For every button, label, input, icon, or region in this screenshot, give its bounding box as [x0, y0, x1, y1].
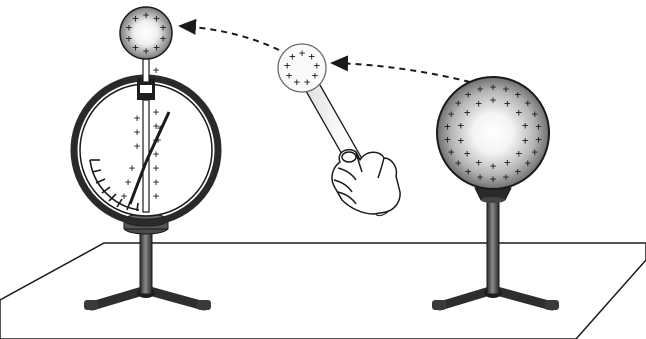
table-surface	[0, 242, 646, 339]
sphere-charge: +	[464, 106, 471, 119]
electroscope-stem-charge: +	[153, 162, 160, 175]
electroscope-stem-charge: +	[153, 148, 160, 161]
proof-plane-charge: +	[313, 59, 320, 72]
sphere-charge: +	[522, 134, 529, 147]
sphere-charge: +	[535, 120, 542, 133]
sphere-charge: +	[490, 94, 497, 107]
arrow-sphere-to-proof-plane	[330, 55, 471, 83]
electroscope-needle-charge: +	[125, 176, 132, 189]
sphere-charge: +	[503, 82, 510, 95]
electroscope-needle-charge: +	[121, 190, 128, 203]
electroscope-needle-charge: +	[157, 122, 164, 135]
electroscope-leaf-charge: +	[134, 112, 141, 125]
sphere-charge: +	[504, 97, 511, 110]
electroscope-leaf-charge: +	[134, 140, 141, 153]
charged-sphere	[436, 76, 550, 190]
electroscope-sphere-charge: +	[160, 21, 167, 34]
sphere-charge: +	[524, 157, 531, 170]
sphere-charge: +	[515, 165, 522, 178]
electroscope-stem-charge: +	[153, 190, 160, 203]
sphere-charge: +	[455, 157, 462, 170]
proof-plane-charge: +	[289, 50, 296, 63]
electroscope-pole	[139, 229, 153, 295]
proof-plane-charge: +	[299, 47, 306, 60]
sphere-charge: +	[515, 106, 522, 119]
sphere-charge: +	[477, 82, 484, 95]
sphere-charge: +	[444, 120, 451, 133]
proof-plane-charge: +	[286, 69, 293, 82]
electroscope-icon	[70, 6, 222, 311]
sphere-charge: +	[515, 147, 522, 160]
proof-plane-charge: +	[284, 59, 291, 72]
sphere-charge: +	[455, 96, 462, 109]
sphere-charge: +	[515, 88, 522, 101]
electroscope-sphere-charge: +	[126, 32, 133, 45]
sphere-charge: +	[532, 107, 539, 120]
sphere-charge: +	[475, 97, 482, 110]
sphere-charge: +	[535, 133, 542, 146]
electroscope-stem-charge: +	[153, 176, 160, 189]
sphere-charge: +	[524, 96, 531, 109]
sphere-charge: +	[490, 173, 497, 186]
hand-icon	[331, 148, 401, 215]
electroscope-stem-charge: +	[153, 106, 160, 119]
electroscope-sphere	[119, 6, 173, 60]
sphere-charge: +	[490, 81, 497, 94]
proof-plane-charge: +	[312, 69, 319, 82]
electroscope-sphere-charge: +	[132, 41, 139, 54]
electroscope-sphere-charge: +	[160, 32, 167, 45]
sphere-charge: +	[522, 119, 529, 132]
sphere-charge: +	[464, 147, 471, 160]
sphere-charge: +	[458, 134, 465, 147]
charge-symbols: ++++++++++++++++++++++++++++++++++++++++…	[121, 9, 543, 203]
sphere-charge: +	[503, 171, 510, 184]
sphere-charge: +	[490, 160, 497, 173]
sphere-charge: +	[475, 156, 482, 169]
sphere-charge: +	[444, 133, 451, 146]
electroscope-needle-charge: +	[155, 134, 162, 147]
electroscope-stem-charge: +	[153, 64, 160, 77]
sphere-charge: +	[477, 171, 484, 184]
electroscope-needle-charge: +	[129, 162, 136, 175]
proof-plane-charge: +	[304, 76, 311, 89]
proof-plane-charge: +	[294, 76, 301, 89]
charge-transfer-arrows	[178, 18, 471, 83]
electroscope-leaf-charge: +	[134, 126, 141, 139]
proof-plane-charge: +	[308, 50, 315, 63]
sphere-stand-pole	[486, 197, 500, 295]
sphere-charge: +	[448, 146, 455, 159]
sphere-charge: +	[448, 107, 455, 120]
sphere-charge: +	[532, 146, 539, 159]
sphere-stand-base	[432, 285, 559, 311]
electroscope-stem-charge: +	[153, 134, 160, 147]
arrow-proof-plane-to-electroscope	[178, 18, 280, 51]
electroscope-sphere-charge: +	[132, 12, 139, 25]
electroscope-sphere-charge: +	[143, 45, 150, 58]
electroscope-stem-charge: +	[153, 120, 160, 133]
electroscope-sphere-charge: +	[153, 12, 160, 25]
sphere-charge: +	[458, 119, 465, 132]
charged-sphere-icon	[432, 76, 559, 311]
electroscope-leaf	[144, 111, 171, 163]
electroscope-sphere-charge: +	[143, 9, 150, 22]
electroscope-stem	[142, 57, 150, 83]
electroscope-scale	[89, 159, 140, 212]
sphere-charge: +	[465, 165, 472, 178]
sphere-charge: +	[504, 156, 511, 169]
proof-plane-disk	[277, 43, 327, 93]
sphere-charge: +	[465, 88, 472, 101]
electroscope-sphere-charge: +	[126, 21, 133, 34]
electroscope-sphere-charge: +	[153, 41, 160, 54]
